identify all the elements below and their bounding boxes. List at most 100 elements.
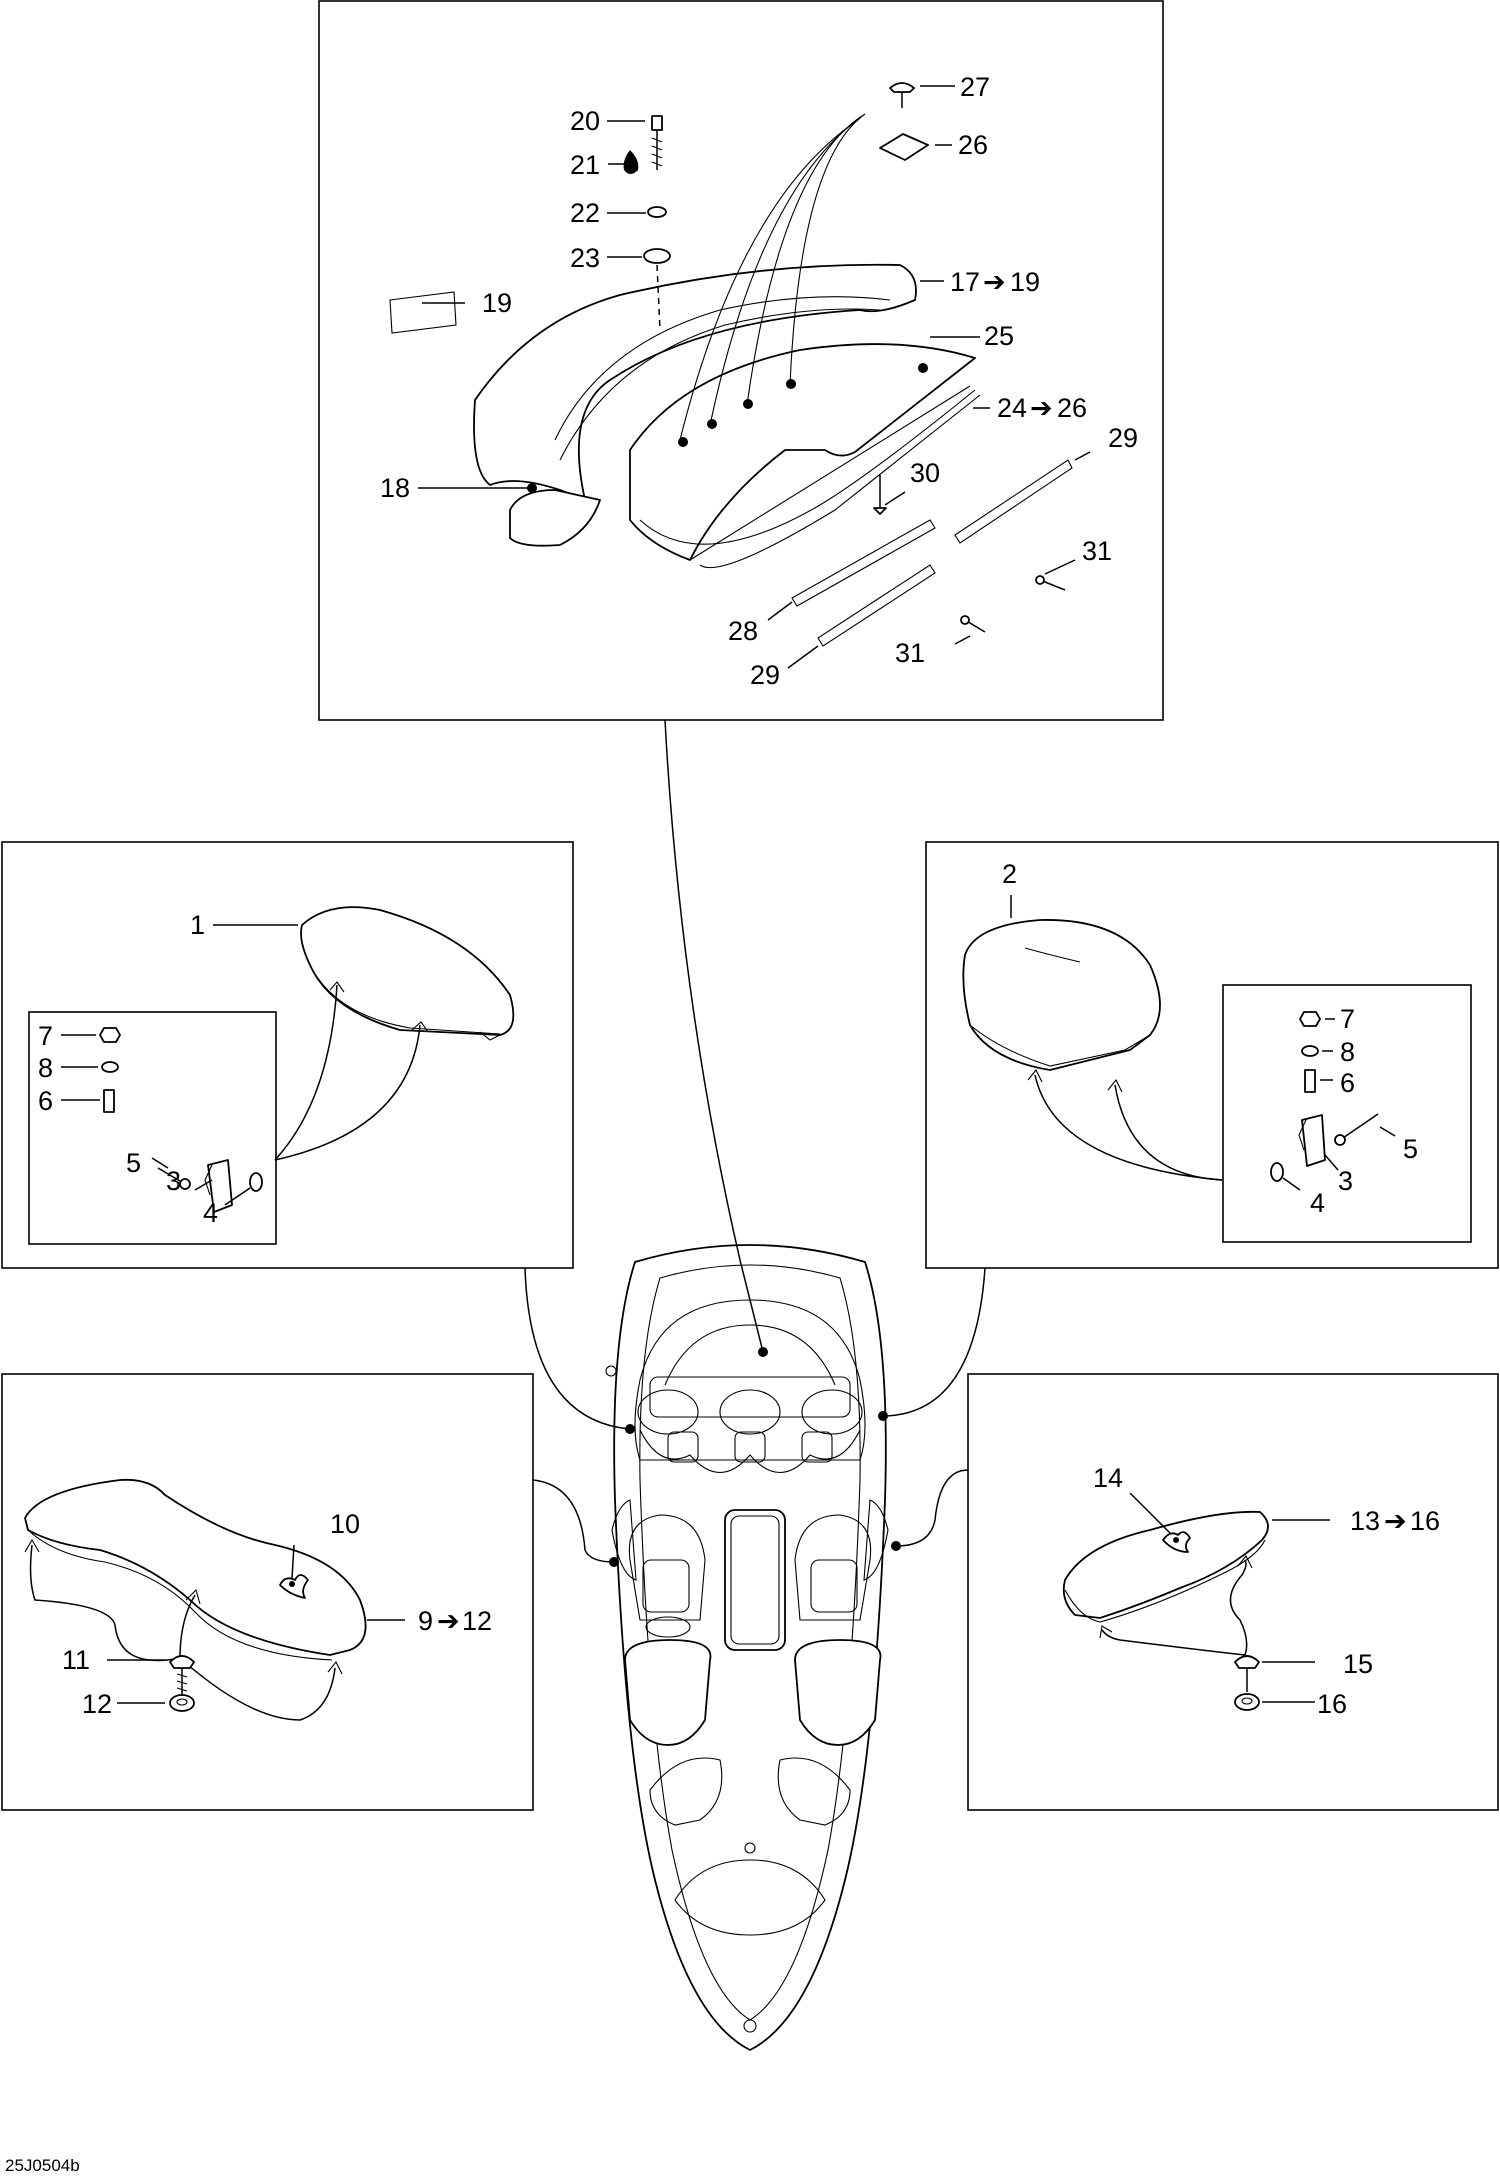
detail-box-right-hardware: [1222, 984, 1472, 1243]
callout-4-left: 4: [203, 1198, 218, 1228]
washer-12: [169, 1694, 195, 1712]
loctite-drop-21: [623, 150, 639, 174]
callout-10: 10: [330, 1509, 360, 1539]
washer-8-right: [1301, 1045, 1319, 1057]
callout-13: 13: [1350, 1506, 1380, 1536]
decal-19: [389, 291, 457, 334]
bracket-3-right: [1298, 1114, 1326, 1167]
armrest-13: [1062, 1510, 1269, 1623]
callout-25: 25: [984, 321, 1014, 351]
callout-21: 21: [570, 150, 600, 180]
washer-4-right: [1270, 1162, 1284, 1182]
rivet-5-left: [157, 1167, 191, 1190]
callout-13-to: 16: [1410, 1506, 1440, 1536]
nut-7-left: [99, 1027, 121, 1043]
washer-22: [647, 206, 667, 218]
screw-11: [169, 1655, 195, 1695]
callout-30: 30: [910, 458, 940, 488]
callout-14: 14: [1093, 1463, 1123, 1493]
leader-right-front-to-hull: [882, 1267, 986, 1417]
backrest-2: [962, 919, 1161, 1071]
washer-8-left: [101, 1061, 119, 1073]
callout-1: 1: [190, 910, 205, 940]
callout-3-right: 3: [1338, 1166, 1353, 1196]
plate-26: [879, 133, 929, 161]
callout-23: 23: [570, 243, 600, 273]
callout-31-lower: 31: [895, 638, 925, 668]
callout-29-upper: 29: [1108, 423, 1138, 453]
callout-6-left: 6: [38, 1086, 53, 1116]
rivet-27: [889, 82, 915, 108]
arrow-17: ➔: [983, 267, 1006, 297]
bracket-3-left: [204, 1159, 233, 1213]
callout-5-left: 5: [126, 1148, 141, 1178]
callout-27: 27: [960, 72, 990, 102]
rivet-31-right: [1035, 575, 1066, 591]
callout-18: 18: [380, 473, 410, 503]
callout-2: 2: [1002, 859, 1017, 889]
callout-8-right: 8: [1340, 1037, 1355, 1067]
washer-23: [643, 248, 671, 264]
callout-8-left: 8: [38, 1053, 53, 1083]
arrow-24: ➔: [1030, 393, 1053, 423]
callout-9: 9: [418, 1606, 433, 1636]
callout-28: 28: [728, 616, 758, 646]
stud-6-right: [1304, 1069, 1316, 1093]
callout-leaders-left-hw: [61, 1034, 251, 1206]
rivet-30: [873, 475, 887, 515]
callout-17: 17: [950, 267, 980, 297]
callout-7-right: 7: [1340, 1004, 1355, 1034]
callout-20: 20: [570, 106, 600, 136]
callout-7-left: 7: [38, 1021, 53, 1051]
callout-31-right: 31: [1082, 536, 1112, 566]
callout-6-right: 6: [1340, 1068, 1355, 1098]
callout-12: 12: [82, 1689, 112, 1719]
cushion-25: [629, 343, 981, 569]
callout-4-right: 4: [1310, 1188, 1325, 1218]
boat-hull-overview: [605, 1244, 901, 2051]
leader-right-armrest-to-hull: [895, 1469, 969, 1547]
leader-left-front-to-hull: [524, 1267, 631, 1430]
strip-29-lower: [817, 564, 936, 647]
screw-15: [1234, 1655, 1260, 1692]
callout-29-lower: 29: [750, 660, 780, 690]
callout-leaders-right-hw: [1282, 1018, 1396, 1191]
detail-box-right-front-backrest: [925, 841, 1499, 1269]
callout-16: 16: [1317, 1689, 1347, 1719]
washer-4-left: [249, 1172, 263, 1192]
detail-box-left-front-backrest: [1, 841, 574, 1269]
backrest-18: [473, 263, 917, 547]
strip-29-upper: [954, 459, 1073, 544]
backrest-1: [300, 906, 515, 1041]
rivet-31-lower: [960, 615, 986, 633]
callout-9-to: 12: [462, 1606, 492, 1636]
detail-box-left-armrest: [1, 1373, 534, 1811]
nut-7-right: [1299, 1011, 1321, 1027]
bolt-20: [651, 115, 663, 170]
detail-box-rear-backrest: [318, 0, 1164, 721]
armrest-9: [24, 1478, 367, 1661]
strip-28: [791, 519, 936, 607]
callout-15: 15: [1343, 1649, 1373, 1679]
rivet-5-right: [1334, 1113, 1379, 1146]
callout-24-to: 26: [1057, 393, 1087, 423]
arrow-9: ➔: [437, 1606, 460, 1636]
callout-22: 22: [570, 198, 600, 228]
leader-left-armrest-to-hull: [532, 1479, 615, 1563]
washer-16: [1234, 1693, 1260, 1711]
callout-17-to: 19: [1010, 267, 1040, 297]
stud-6-left: [103, 1089, 115, 1113]
diagram-code: 25J0504b: [5, 2156, 80, 2175]
callout-5-right: 5: [1403, 1134, 1418, 1164]
leader-rear-to-hull: [664, 719, 764, 1353]
callout-leaders-rear: [418, 85, 1091, 669]
detail-box-left-hardware: [28, 1011, 277, 1245]
callout-19: 19: [482, 288, 512, 318]
callout-11: 11: [62, 1645, 90, 1675]
callout-3-left: 3: [166, 1166, 181, 1196]
callout-24: 24: [997, 393, 1027, 423]
callout-26: 26: [958, 130, 988, 160]
arrow-13: ➔: [1384, 1506, 1407, 1536]
detail-box-right-armrest: [967, 1373, 1499, 1811]
